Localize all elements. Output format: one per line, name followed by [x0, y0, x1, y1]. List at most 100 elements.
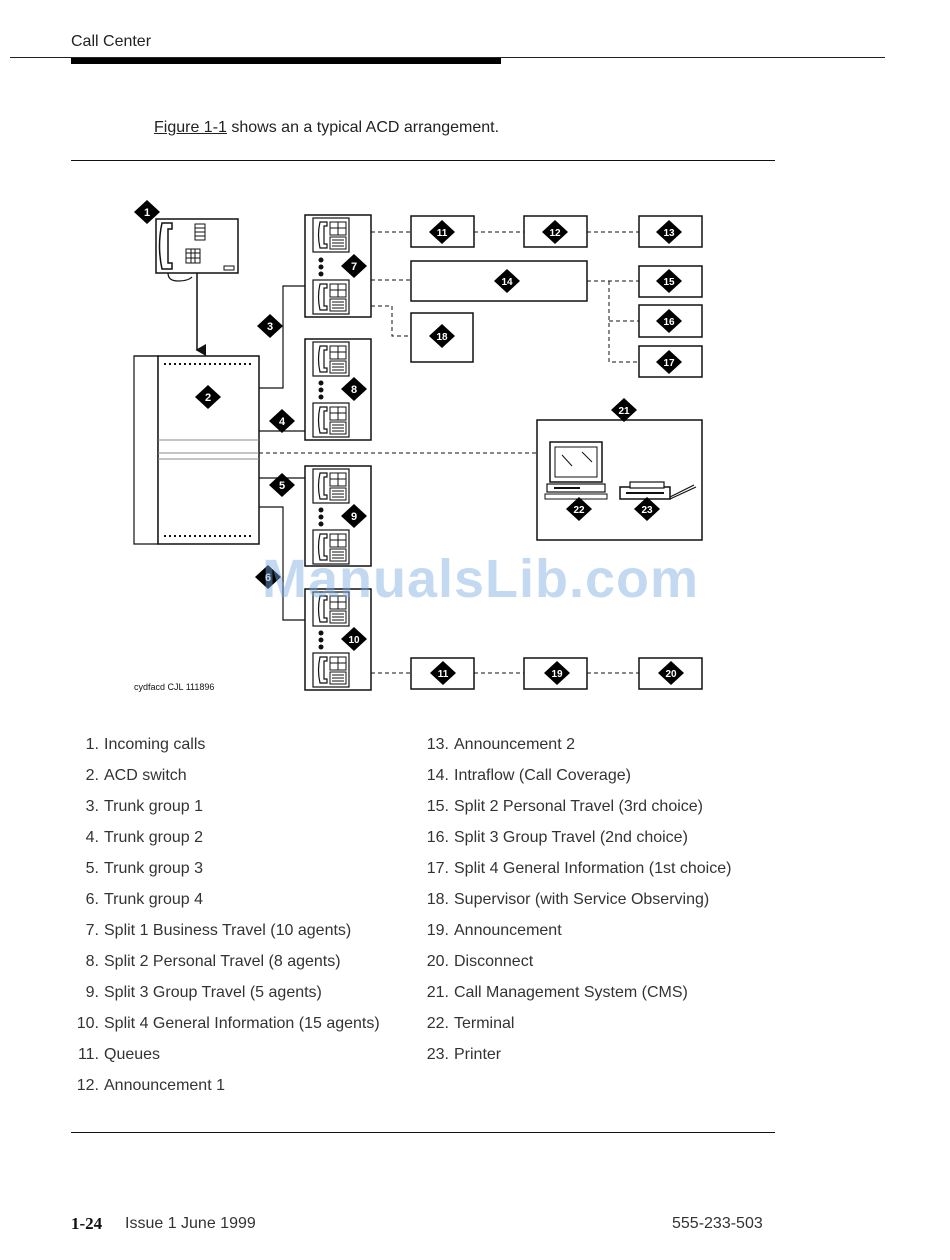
- callout-5: 5: [269, 473, 295, 497]
- legend-number: 8.: [85, 953, 99, 970]
- page-header-title: Call Center: [71, 33, 152, 50]
- callout-18: 18: [429, 324, 455, 348]
- callout-17: 17: [656, 350, 682, 374]
- callout-label: 7: [351, 261, 357, 273]
- legend-number: 12.: [76, 1077, 99, 1094]
- legend-number: 2.: [85, 767, 99, 784]
- legend-item: 3. Trunk group 1: [69, 798, 203, 816]
- legend-item: 12.Announcement 1: [69, 1077, 225, 1095]
- callout-1: 1: [134, 200, 160, 224]
- legend-item: 16. Split 3 Group Travel (2nd choice): [419, 829, 688, 847]
- legend-label: Split 3 Group Travel (5 agents): [104, 984, 322, 1001]
- acd-switch: [133, 355, 260, 545]
- callout-12: 12: [542, 220, 568, 244]
- callout-label: 17: [663, 358, 675, 369]
- callout-11: 11: [429, 220, 455, 244]
- legend-label: Disconnect: [454, 953, 534, 970]
- legend-item: 15.Split 2 Personal Travel (3rd choice): [419, 798, 703, 816]
- intro-text: shows an a typical ACD arrangement.: [226, 119, 500, 136]
- legend-item: 20. Disconnect: [419, 953, 533, 971]
- legend-label: Terminal: [454, 1015, 515, 1032]
- legend-item: 14.Intraflow (Call Coverage): [419, 767, 631, 785]
- callout-label: 13: [663, 228, 675, 239]
- callout-10: 10: [341, 627, 367, 651]
- legend-number: 23.: [426, 1046, 449, 1063]
- legend-item: 17. Split 4 General Information (1st choi…: [419, 860, 732, 878]
- figure-top-rule: [71, 160, 775, 161]
- legend-label: Split 1 Business Travel (10 agents): [104, 922, 352, 939]
- legend-number: 5.: [85, 860, 99, 877]
- header-bar: [71, 58, 501, 64]
- legend-number: 18.: [426, 891, 449, 908]
- callout-11: 11: [430, 661, 456, 685]
- legend-label: ACD switch: [104, 767, 187, 784]
- routing-lines: [371, 231, 639, 674]
- legend-item: 18. Supervisor (with Service Observing): [419, 891, 709, 909]
- legend-number: 6.: [85, 891, 99, 908]
- legend-label: Call Management System (CMS): [454, 984, 688, 1001]
- legend-label: Split 4 General Information (1st choice): [454, 860, 732, 877]
- legend-item: 5. Trunk group 3: [69, 860, 203, 878]
- legend-number: 14.: [426, 767, 449, 784]
- figure-bottom-rule: [71, 1132, 775, 1133]
- legend-number: 17.: [426, 860, 449, 877]
- legend-item: 22. Terminal: [419, 1015, 515, 1033]
- callout-label: 20: [665, 669, 677, 680]
- callout-label: 19: [551, 669, 563, 680]
- intro-paragraph: Figure 1-1 shows an a typical ACD arrang…: [154, 119, 499, 137]
- legend-label: Trunk group 1: [104, 798, 204, 815]
- callout-label: 3: [267, 321, 273, 333]
- figure-credit: cydfacd CJL 111896: [134, 682, 214, 692]
- callout-6: 6: [255, 565, 281, 589]
- callout-label: 12: [549, 228, 561, 239]
- legend-label: Incoming calls: [104, 736, 206, 753]
- legend-label: Split 4 General Information (15 agents): [104, 1015, 380, 1032]
- callout-label: 11: [437, 228, 448, 239]
- callout-8: 8: [341, 377, 367, 401]
- legend-number: 10.: [76, 1015, 99, 1032]
- legend-number: 9.: [85, 984, 99, 1001]
- legend-label: Announcement 2: [454, 736, 575, 753]
- callout-15: 15: [656, 269, 682, 293]
- legend-item: 7.Split 1 Business Travel (10 agents): [69, 922, 352, 940]
- callout-3: 3: [257, 314, 283, 338]
- legend-item: 1.Incoming calls: [69, 736, 206, 754]
- legend-item: 19.Announcement: [419, 922, 562, 940]
- callout-21: 21: [611, 398, 637, 422]
- legend-item: 6. Trunk group 4: [69, 891, 203, 909]
- legend-item: 11.Queues: [69, 1046, 160, 1064]
- legend-number: 3.: [85, 798, 99, 815]
- cms-system: [536, 419, 703, 541]
- legend-number: 22.: [426, 1015, 449, 1032]
- legend-label: Split 2 Personal Travel (8 agents): [104, 953, 341, 970]
- legend-number: 21.: [426, 984, 449, 1001]
- legend-label: Trunk group 4: [104, 891, 204, 908]
- legend-label: Queues: [104, 1046, 161, 1063]
- callout-label: 5: [279, 480, 285, 492]
- legend-label: Trunk group 2: [104, 829, 204, 846]
- footer-issue: Issue 1 June 1999: [125, 1215, 256, 1232]
- legend-number: 20.: [426, 953, 449, 970]
- legend-item: 9. Split 3 Group Travel (5 agents): [69, 984, 322, 1002]
- legend-label: Supervisor (with Service Observing): [454, 891, 710, 908]
- callout-label: 10: [348, 635, 360, 646]
- callout-label: 4: [279, 416, 286, 428]
- printer-icon: [619, 481, 697, 500]
- callout-22: 22: [566, 497, 592, 521]
- callout-label: 23: [641, 505, 653, 516]
- legend-label: Split 3 Group Travel (2nd choice): [454, 829, 688, 846]
- callout-label: 21: [618, 406, 630, 417]
- figure-link[interactable]: Figure 1-1: [154, 119, 227, 136]
- watermark: ManualsLib.com: [262, 549, 700, 609]
- callout-13: 13: [656, 220, 682, 244]
- legend-number: 15.: [426, 798, 449, 815]
- legend-label: Trunk group 3: [104, 860, 204, 877]
- callout-label: 15: [663, 277, 675, 288]
- legend-number: 16.: [426, 829, 449, 846]
- callout-label: 2: [205, 392, 211, 404]
- legend-item: 23.Printer: [419, 1046, 501, 1064]
- legend-item: 21. Call Management System (CMS): [419, 984, 688, 1002]
- callout-20: 20: [658, 661, 684, 685]
- terminal-icon: [544, 441, 608, 500]
